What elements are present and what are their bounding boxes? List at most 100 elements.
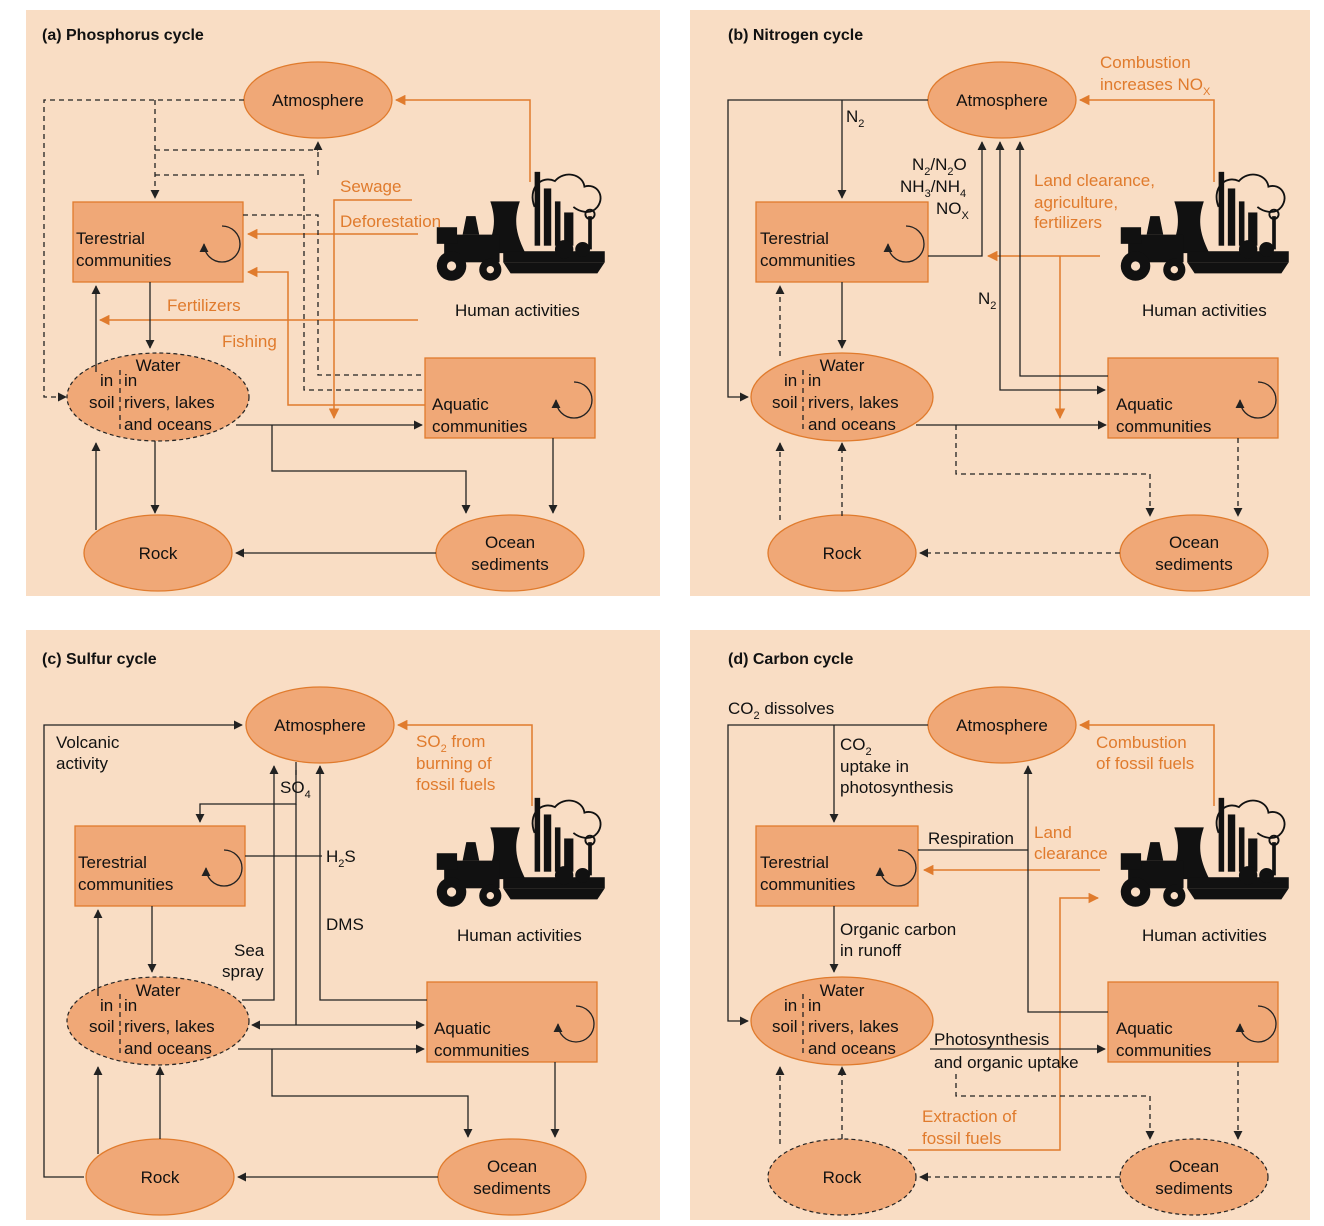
sediments-node: [1119, 514, 1269, 592]
water-rivers-label: rivers, lakes: [124, 1017, 215, 1036]
dms-label: DMS: [326, 915, 364, 934]
atmosphere-label: Atmosphere: [272, 91, 364, 110]
water-soil-label: soil: [772, 1017, 798, 1036]
terrestrial-label: Terestrial: [760, 853, 829, 872]
cycle-arrow-icon: [1235, 1005, 1277, 1043]
water-in-soil-label: in: [100, 996, 113, 1015]
aquatic-node: [1107, 981, 1279, 1063]
water-node: [750, 976, 934, 1066]
panel-carbon: (d) Carbon cycle Atmosphere Terestrial c…: [690, 630, 1310, 1220]
water-label: Water: [820, 356, 865, 375]
human-activities-label: Human activities: [455, 301, 580, 320]
photosynthesis-label: photosynthesis: [840, 778, 953, 797]
land-clearance-label: Land clearance,: [1034, 171, 1155, 190]
sea-label: Sea: [234, 941, 265, 960]
fertilizers-label: Fertilizers: [167, 296, 241, 315]
water-node: [66, 976, 250, 1066]
terrestrial-node: [755, 825, 919, 907]
fishing-label: Fishing: [222, 332, 277, 351]
terrestrial-node: [755, 201, 929, 283]
aquatic-label: Aquatic: [1116, 1019, 1173, 1038]
aquatic-label-2: communities: [432, 417, 527, 436]
sewage-label: Sewage: [340, 177, 401, 196]
activity-label: activity: [56, 754, 108, 773]
deforestation-label: Deforestation: [340, 212, 441, 231]
sediments-label: Ocean: [1169, 533, 1219, 552]
n2-label: N2: [846, 107, 864, 130]
aquatic-node: [424, 357, 596, 439]
water-node: [66, 352, 250, 442]
aquatic-node: [1107, 357, 1279, 439]
extraction-label: Extraction of: [922, 1107, 1017, 1126]
water-in-label: in: [124, 371, 137, 390]
terrestrial-label-2: communities: [76, 251, 171, 270]
aquatic-label-2: communities: [1116, 1041, 1211, 1060]
water-rivers-label: rivers, lakes: [808, 393, 899, 412]
water-oceans-label: and oceans: [124, 415, 212, 434]
fossil-fuels-label: fossil fuels: [416, 775, 495, 794]
sediments-node: [437, 1138, 587, 1216]
water-in-soil-label: in: [100, 371, 113, 390]
panel-title: (a) Phosphorus cycle: [42, 27, 204, 44]
sediments-node: [435, 514, 585, 592]
human-activities-label: Human activities: [1142, 926, 1267, 945]
water-oceans-label: and oceans: [808, 415, 896, 434]
clearance-label: clearance: [1034, 844, 1108, 863]
respiration-label: Respiration: [928, 829, 1014, 848]
terrestrial-label-2: communities: [760, 875, 855, 894]
water-in-soil-label: in: [784, 371, 797, 390]
atmosphere-node: [245, 686, 395, 764]
human-activities-label: Human activities: [1142, 301, 1267, 320]
terrestrial-label: Terestrial: [760, 229, 829, 248]
aquatic-label-2: communities: [434, 1041, 529, 1060]
terrestrial-label-2: communities: [760, 251, 855, 270]
panel-title: (d) Carbon cycle: [728, 651, 853, 668]
water-soil-label: soil: [89, 1017, 115, 1036]
spray-label: spray: [222, 962, 264, 981]
runoff-label: in runoff: [840, 941, 901, 960]
atmosphere-label: Atmosphere: [956, 91, 1048, 110]
n2-label-2: N2: [978, 289, 996, 312]
volcanic-label: Volcanic: [56, 733, 120, 752]
water-node: [750, 352, 934, 442]
fertilizers-label: fertilizers: [1034, 213, 1102, 232]
water-soil-label: soil: [89, 393, 115, 412]
organic-uptake-label: and organic uptake: [934, 1053, 1079, 1072]
agriculture-label: agriculture,: [1034, 193, 1118, 212]
co2-dissolves-label: CO2 dissolves: [728, 699, 834, 722]
water-in-label: in: [808, 996, 821, 1015]
terrestrial-label-2: communities: [78, 875, 173, 894]
sediments-label-2: sediments: [1155, 1179, 1232, 1198]
nh3-nh4-label: NH3/NH4: [900, 177, 966, 200]
sediments-label-2: sediments: [1155, 555, 1232, 574]
h2s-label: H2S: [326, 847, 356, 870]
aquatic-label: Aquatic: [434, 1019, 491, 1038]
panel-sulfur: (c) Sulfur cycle Atmosphere Terestrial c…: [26, 630, 660, 1220]
combustion-label: Combustion: [1100, 53, 1191, 72]
water-label: Water: [136, 356, 181, 375]
rock-node: [767, 1138, 917, 1216]
water-in-label: in: [808, 371, 821, 390]
cycle-arrow-icon: [553, 1005, 595, 1043]
cycle-arrow-icon: [1235, 381, 1277, 419]
cycle-arrow-icon: [199, 225, 241, 263]
panel-title: (c) Sulfur cycle: [42, 651, 157, 668]
panel-nitrogen: (b) Nitrogen cycle Atmosphere Terestrial…: [690, 10, 1310, 596]
water-soil-label: soil: [772, 393, 798, 412]
panel-title: (b) Nitrogen cycle: [728, 27, 863, 44]
sediments-label: Ocean: [485, 533, 535, 552]
cycle-arrow-icon: [551, 381, 593, 419]
burning-label: burning of: [416, 754, 492, 773]
n2-n2o-label: N2/N2O: [912, 155, 967, 178]
organic-carbon-label: Organic carbon: [840, 920, 956, 939]
cycle-arrow-icon: [875, 849, 917, 887]
sediments-node: [1119, 1138, 1269, 1216]
terrestrial-node: [72, 201, 244, 283]
water-oceans-label: and oceans: [808, 1039, 896, 1058]
combustion-nox-label: increases NOX: [1100, 75, 1211, 98]
terrestrial-label: Terestrial: [78, 853, 147, 872]
sediments-label-2: sediments: [473, 1179, 550, 1198]
water-label: Water: [820, 981, 865, 1000]
sediments-label: Ocean: [487, 1157, 537, 1176]
